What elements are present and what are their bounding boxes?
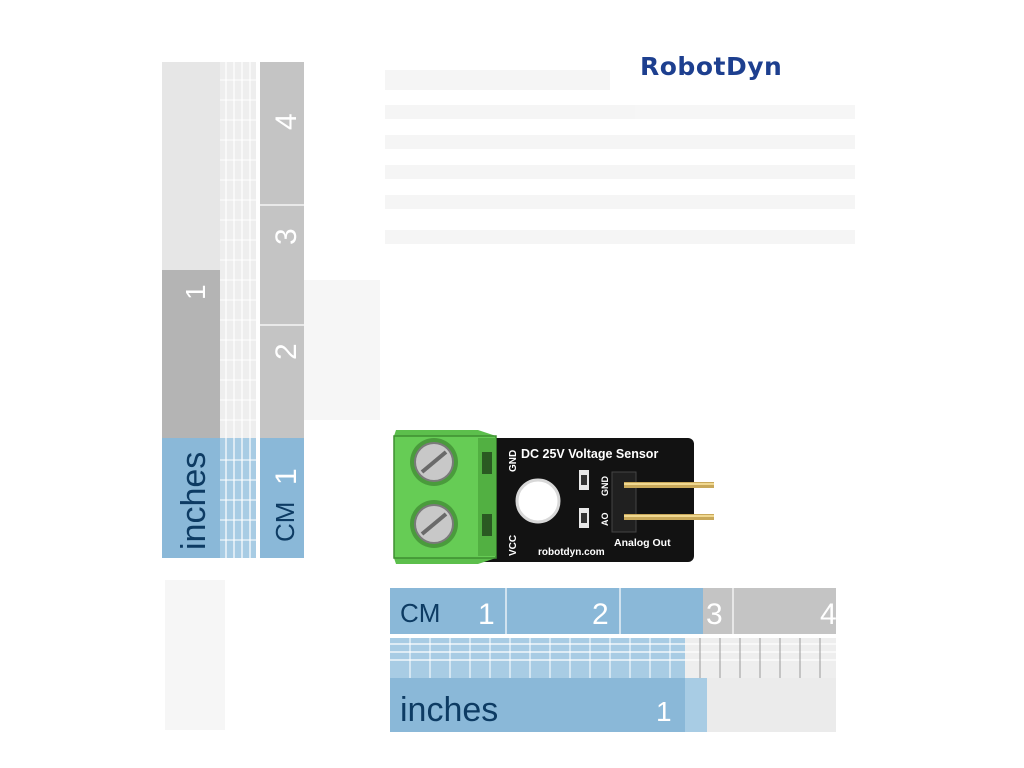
horizontal-ruler: CM 1 2 3 4 inches 1 (390, 588, 837, 732)
v-cm-number-1: 1 (270, 468, 303, 485)
pcb-url: robotdyn.com (538, 547, 605, 558)
v-inch-label: inches (175, 452, 213, 550)
robotdyn-logo: RobotDyn (640, 52, 783, 81)
analog-out-label: Analog Out (614, 537, 671, 549)
h-cm-label: CM (400, 598, 440, 628)
vertical-ruler: inches 1 CM 1 2 3 4 (162, 62, 304, 558)
h-cm-number-4: 4 (820, 598, 837, 631)
h-cm-number-2: 2 (592, 598, 609, 631)
v-cm-label: CM (270, 502, 300, 542)
pin-label-ao-right: AO (600, 513, 610, 527)
v-inch-number: 1 (180, 284, 211, 300)
pin-label-vcc-left: VCC (508, 535, 519, 556)
mounting-hole (515, 478, 561, 524)
screw-terminal (393, 430, 497, 564)
voltage-sensor-module: DC 25V Voltage Sensor GND VCC GND AO Ana… (393, 430, 714, 564)
v-cm-number-2: 2 (270, 343, 303, 360)
h-inch-label: inches (400, 691, 498, 729)
pin-header (611, 471, 714, 533)
h-inch-number: 1 (656, 696, 672, 727)
v-cm-number-4: 4 (270, 113, 303, 130)
h-cm-number-1: 1 (478, 598, 495, 631)
pin-label-gnd-left: GND (508, 450, 519, 472)
h-cm-number-3: 3 (706, 598, 723, 631)
v-cm-number-3: 3 (270, 228, 303, 245)
module-title: DC 25V Voltage Sensor (521, 447, 658, 461)
pin-label-gnd-right: GND (600, 476, 610, 497)
